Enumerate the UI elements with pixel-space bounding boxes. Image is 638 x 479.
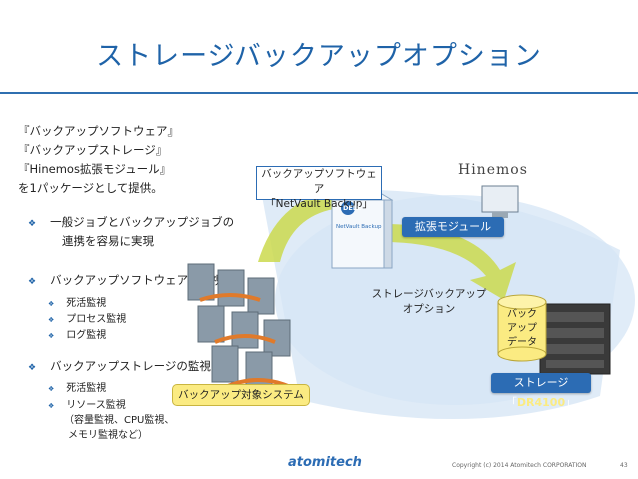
- product-box-label: NetVault Backup: [336, 224, 382, 230]
- bullet-note: （容量監視、CPU監視、: [64, 415, 175, 426]
- diamond-bullet-icon: ❖: [48, 300, 55, 308]
- server-cluster: [187, 263, 291, 389]
- bullet-item: ❖ バックアップストレージの監視: [28, 358, 211, 374]
- page-number: 43: [620, 462, 628, 469]
- diamond-bullet-icon: ❖: [48, 332, 55, 340]
- diamond-bullet-icon: ❖: [48, 316, 55, 324]
- hinemos-logo: Hinemos: [458, 162, 528, 178]
- curved-arrow-left: [258, 190, 340, 262]
- sub-bullet: ❖プロセス監視: [48, 314, 127, 325]
- intro-line: を1パッケージとして提供。: [18, 181, 163, 195]
- intro-line: 『Hinemos拡張モジュール』: [18, 162, 172, 176]
- storage-label: ストレージ「DR4100」: [491, 373, 591, 409]
- bullet-text: バックアップストレージの監視: [50, 359, 211, 373]
- extension-module-box: 拡張モジュール: [402, 217, 504, 237]
- option-label: ストレージバックアップ オプション: [371, 288, 487, 315]
- title-divider: [0, 92, 638, 94]
- monitor-graphic: [481, 185, 519, 218]
- diamond-bullet-icon: ❖: [48, 402, 55, 410]
- intro-line: 『バックアップストレージ』: [18, 143, 168, 157]
- bullet-text-continued: 連携を容易に実現: [62, 234, 154, 248]
- intro-line: 『バックアップソフトウェア』: [18, 124, 179, 138]
- backup-data-label: バック アップ データ: [507, 309, 537, 348]
- bullet-item: ❖ 一般ジョブとバックアップジョブの: [28, 214, 234, 230]
- bullet-text: 一般ジョブとバックアップジョブの: [50, 215, 235, 229]
- page-title: ストレージバックアップオプション: [96, 41, 542, 72]
- footer-copyright: Copyright (c) 2014 Atomitech CORPORATION: [452, 462, 587, 469]
- product-brand: DELL: [343, 204, 362, 212]
- bullet-text: バックアップソフトウェアの監視: [50, 273, 223, 287]
- data-cylinder: [497, 294, 547, 362]
- diamond-bullet-icon: ❖: [28, 363, 37, 373]
- sub-bullet: ❖死活監視: [48, 383, 107, 394]
- backup-software-box: バックアップソフトウェア 「NetVault Backup」: [256, 166, 382, 210]
- sub-bullet: ❖死活監視: [48, 298, 107, 309]
- diamond-bullet-icon: ❖: [48, 385, 55, 393]
- storage-rack: [539, 303, 611, 375]
- target-system-box: バックアップ対象システム: [172, 384, 310, 406]
- diamond-bullet-icon: ❖: [28, 219, 37, 229]
- diamond-bullet-icon: ❖: [28, 277, 37, 287]
- curved-arrow-right: [372, 223, 516, 300]
- bullet-item: ❖ バックアップソフトウェアの監視: [28, 272, 223, 288]
- footer-logo: atomitech: [288, 455, 362, 470]
- sub-bullet: ❖リソース監視: [48, 400, 126, 411]
- sub-bullet: ❖ログ監視: [48, 330, 107, 341]
- bullet-note: メモリ監視など）: [68, 430, 148, 441]
